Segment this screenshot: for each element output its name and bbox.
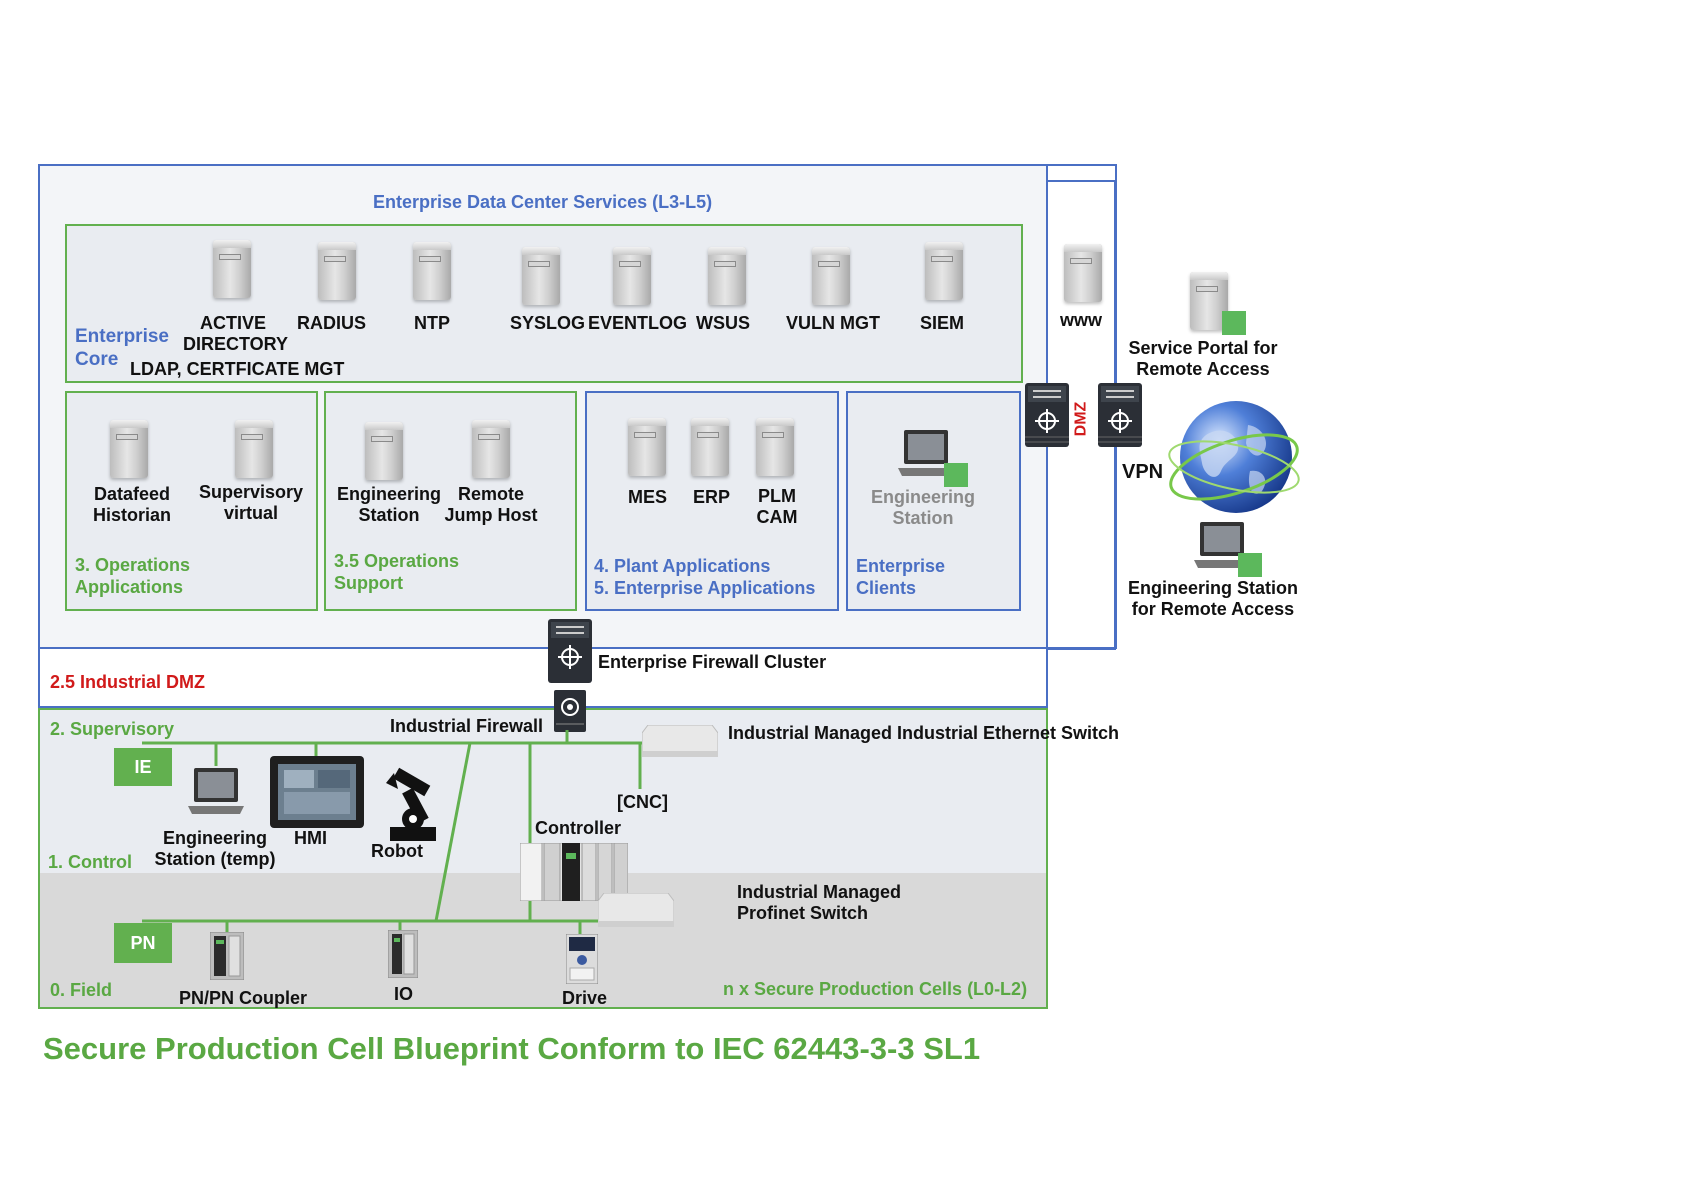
control-level-label: 1. Control	[48, 852, 132, 872]
www-server-icon	[1064, 244, 1102, 302]
robot-arm-icon	[384, 763, 452, 841]
server-icon	[522, 247, 560, 305]
server-label-eventlog: EVENTLOG	[588, 313, 688, 333]
server-label-ntp: NTP	[414, 313, 450, 333]
globe-icon	[1166, 395, 1302, 521]
server-label-active-directory: ACTIVE DIRECTORY	[183, 313, 289, 354]
enterprise-clients-zone-box	[846, 391, 1021, 611]
pn-coupler-label: PN/PN Coupler	[179, 988, 308, 1008]
operations-zone-box	[65, 391, 318, 611]
enterprise-title: Enterprise Data Center Services (L3-L5)	[373, 192, 713, 212]
server-icon	[613, 247, 651, 305]
pn-tag: PN	[114, 923, 172, 963]
engineering-station-label: Engineering Station	[336, 484, 441, 525]
vpn-label: VPN	[1122, 461, 1164, 483]
server-icon	[110, 420, 148, 478]
supervisory-level-label: 2. Supervisory	[50, 719, 175, 739]
pn-coupler-icon	[209, 931, 245, 981]
service-portal-label: Service Portal for Remote Access	[1128, 338, 1278, 379]
ie-switch-icon	[641, 724, 719, 759]
enterprise-apps-label: 5. Enterprise Applications	[594, 578, 816, 598]
laptop-icon	[188, 766, 244, 818]
io-label: IO	[394, 984, 414, 1004]
status-indicator	[1238, 553, 1262, 577]
portal-server-icon	[1190, 272, 1228, 330]
erp-label: ERP	[693, 487, 731, 507]
server-icon	[812, 247, 850, 305]
cnc-label: [CNC]	[617, 792, 668, 812]
server-icon	[628, 418, 666, 476]
server-icon	[365, 422, 403, 480]
page-title: Secure Production Cell Blueprint Conform…	[43, 1031, 981, 1066]
plc-controller-icon	[519, 842, 629, 902]
hmi-label: HMI	[294, 828, 327, 848]
eng-station-temp-label: Engineering Station (temp)	[154, 828, 276, 869]
firewall-cluster-label: Enterprise Firewall Cluster	[598, 652, 827, 672]
ldap-cert-label: LDAP, CERTFICATE MGT	[130, 359, 345, 379]
server-icon	[691, 418, 729, 476]
robot-label: Robot	[371, 841, 423, 861]
server-icon	[472, 420, 510, 478]
pn-switch-icon	[597, 892, 675, 929]
ie-switch-label: Industrial Managed Industrial Ethernet S…	[728, 723, 1120, 743]
laptop-icon	[898, 428, 954, 480]
production-cells-label: n x Secure Production Cells (L0-L2)	[723, 979, 1028, 999]
remote-engineering-station-label: Engineering Station for Remote Access	[1127, 578, 1298, 619]
status-indicator	[944, 463, 968, 487]
server-label-syslog: SYSLOG	[510, 313, 586, 333]
drive-icon	[565, 933, 599, 985]
supervisory-virtual-label: Supervisory virtual	[198, 482, 304, 523]
mes-label: MES	[628, 487, 668, 507]
server-label-radius: RADIUS	[297, 313, 367, 333]
operations-zone-label: 3. Operations Applications	[75, 555, 191, 597]
server-icon	[235, 420, 273, 478]
drive-label: Drive	[562, 988, 608, 1008]
plm-cam-label: PLM CAM	[756, 486, 798, 527]
firewall-icon	[1025, 383, 1069, 447]
firewall-cluster-icon	[548, 619, 592, 683]
pn-switch-label: Industrial Managed Profinet Switch	[737, 882, 902, 923]
status-indicator	[1222, 311, 1246, 335]
server-icon	[925, 242, 963, 300]
field-level-label: 0. Field	[50, 980, 113, 1000]
laptop-icon	[1194, 520, 1250, 572]
client-engineering-station-label: Engineering Station	[870, 487, 975, 528]
plant-apps-label: 4. Plant Applications	[594, 556, 771, 576]
ie-tag: IE	[114, 748, 172, 786]
industrial-dmz-frame	[38, 649, 1048, 708]
server-icon	[708, 247, 746, 305]
industrial-firewall-label: Industrial Firewall	[390, 716, 544, 736]
server-label-wsus: WSUS	[696, 313, 750, 333]
io-module-icon	[387, 929, 419, 979]
server-icon	[756, 418, 794, 476]
industrial-firewall-icon	[554, 690, 586, 732]
industrial-dmz-label: 2.5 Industrial DMZ	[50, 672, 206, 692]
www-label: www	[1060, 310, 1103, 330]
controller-label: Controller	[535, 818, 622, 838]
server-label-vuln-mgt: VULN MGT	[786, 313, 880, 333]
hmi-panel-icon	[270, 756, 364, 828]
enterprise-clients-label: Enterprise Clients	[856, 556, 946, 598]
datafeed-historian-label: Datafeed Historian	[92, 484, 171, 525]
server-icon	[213, 240, 251, 298]
ops-support-zone-box	[324, 391, 577, 611]
enterprise-core-label: Enterprise Core	[75, 326, 169, 370]
remote-jump-host-label: Remote Jump Host	[444, 484, 538, 525]
firewall-icon	[1098, 383, 1142, 447]
ops-support-zone-label: 3.5 Operations Support	[334, 551, 460, 593]
server-label-siem: SIEM	[920, 313, 965, 333]
server-icon	[318, 242, 356, 300]
server-icon	[413, 242, 451, 300]
